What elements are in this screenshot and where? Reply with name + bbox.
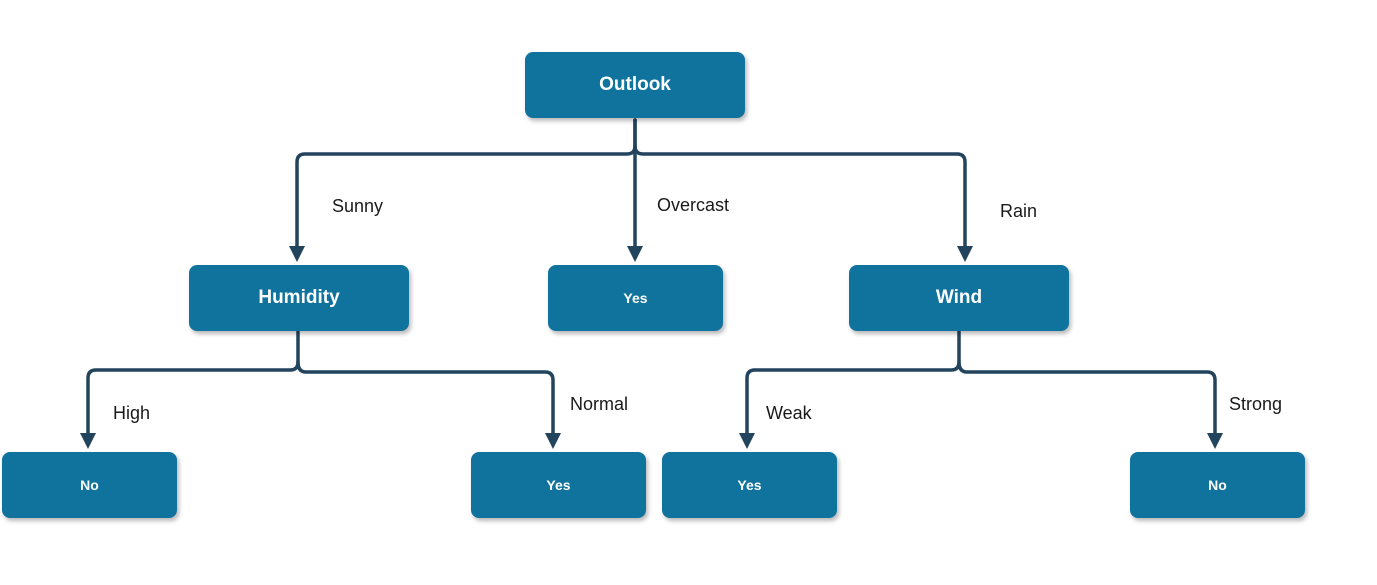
- node-overcast-yes[interactable]: Yes: [548, 265, 723, 331]
- arrowhead-weak-yes: [739, 433, 755, 449]
- arrowhead-normal-yes: [545, 433, 561, 449]
- arrowhead-wind: [957, 246, 973, 262]
- node-weak-yes[interactable]: Yes: [662, 452, 837, 518]
- node-wind[interactable]: Wind: [849, 265, 1069, 331]
- arrowhead-high-no: [80, 433, 96, 449]
- edge-label-normal: Normal: [570, 394, 629, 414]
- connector-wind-no: [957, 360, 1217, 435]
- connector-outlook-humidity: [295, 118, 637, 248]
- arrowhead-strong-no: [1207, 433, 1223, 449]
- node-strong-no[interactable]: No: [1130, 452, 1305, 518]
- node-humidity[interactable]: Humidity: [189, 265, 409, 331]
- node-high-no[interactable]: No: [2, 452, 177, 518]
- edge-label-high: High: [113, 403, 151, 423]
- edge-label-sunny: Sunny: [332, 196, 384, 216]
- edge-label-weak: Weak: [766, 403, 812, 423]
- arrowhead-overcast-yes: [627, 246, 643, 262]
- connector-outlook-wind: [633, 144, 967, 248]
- node-outlook[interactable]: Outlook: [525, 52, 745, 118]
- arrowhead-humidity: [289, 246, 305, 262]
- connector-humidity-yes: [296, 360, 555, 435]
- node-normal-yes[interactable]: Yes: [471, 452, 646, 518]
- edge-label-overcast: Overcast: [657, 195, 730, 215]
- edge-label-strong: Strong: [1229, 394, 1283, 414]
- edge-label-rain: Rain: [1000, 201, 1038, 221]
